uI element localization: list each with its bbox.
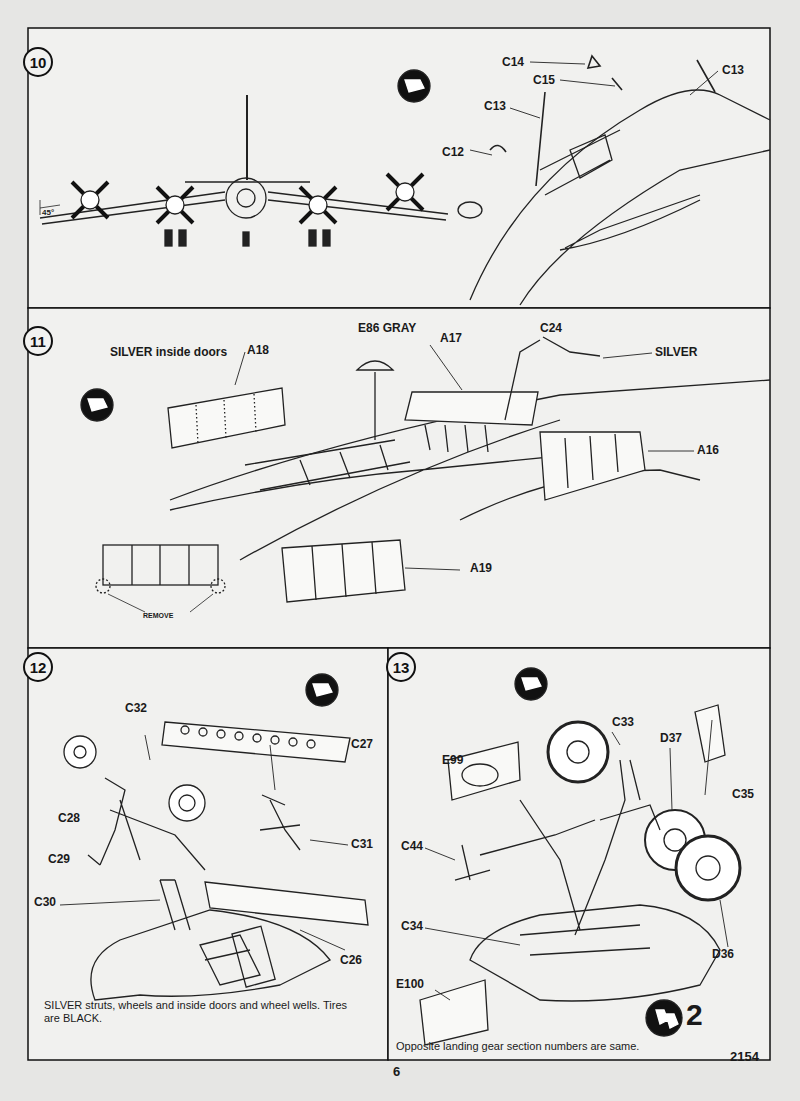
step-number-text: 12 bbox=[30, 659, 47, 676]
step-number-text: 10 bbox=[30, 54, 47, 71]
part-label: C12 bbox=[442, 146, 464, 160]
step-number-text: 13 bbox=[393, 659, 410, 676]
part-label: 45° bbox=[42, 208, 54, 217]
part-label: C32 bbox=[125, 702, 147, 716]
part-label: D36 bbox=[712, 948, 734, 962]
part-label: C29 bbox=[48, 853, 70, 867]
page-number: 6 bbox=[393, 1065, 400, 1080]
section-number: 2 bbox=[686, 998, 703, 1033]
part-label: C34 bbox=[401, 920, 423, 934]
note-text: SILVER struts, wheels and inside doors a… bbox=[44, 999, 364, 1024]
part-label: C27 bbox=[351, 738, 373, 752]
part-label: C26 bbox=[340, 954, 362, 968]
part-label: A19 bbox=[470, 562, 492, 576]
part-label: A16 bbox=[697, 444, 719, 458]
part-label: SILVER inside doors bbox=[110, 346, 227, 360]
part-label: C14 bbox=[502, 56, 524, 70]
part-label: C44 bbox=[401, 840, 423, 854]
step-number: 13 bbox=[386, 652, 416, 682]
part-label: E86 GRAY bbox=[358, 322, 416, 336]
step-number: 11 bbox=[23, 326, 53, 356]
step-number: 10 bbox=[23, 47, 53, 77]
part-label: C13 bbox=[484, 100, 506, 114]
part-label: C24 bbox=[540, 322, 562, 336]
page-number: 2154 bbox=[730, 1050, 759, 1065]
part-label: C35 bbox=[732, 788, 754, 802]
step-number-text: 11 bbox=[30, 333, 46, 350]
part-label: REMOVE bbox=[143, 612, 173, 620]
part-label: D37 bbox=[660, 732, 682, 746]
step-number: 12 bbox=[23, 652, 53, 682]
part-label: A17 bbox=[440, 332, 462, 346]
part-label: C33 bbox=[612, 716, 634, 730]
note-text: Opposite landing gear section numbers ar… bbox=[396, 1040, 736, 1053]
part-label: A18 bbox=[247, 344, 269, 358]
part-label: E100 bbox=[396, 978, 424, 992]
part-label: C28 bbox=[58, 812, 80, 826]
part-label: E99 bbox=[442, 754, 463, 768]
part-label: C15 bbox=[533, 74, 555, 88]
part-label: C31 bbox=[351, 838, 373, 852]
part-label: C13 bbox=[722, 64, 744, 78]
part-label: SILVER bbox=[655, 346, 697, 360]
part-label: C30 bbox=[34, 896, 56, 910]
